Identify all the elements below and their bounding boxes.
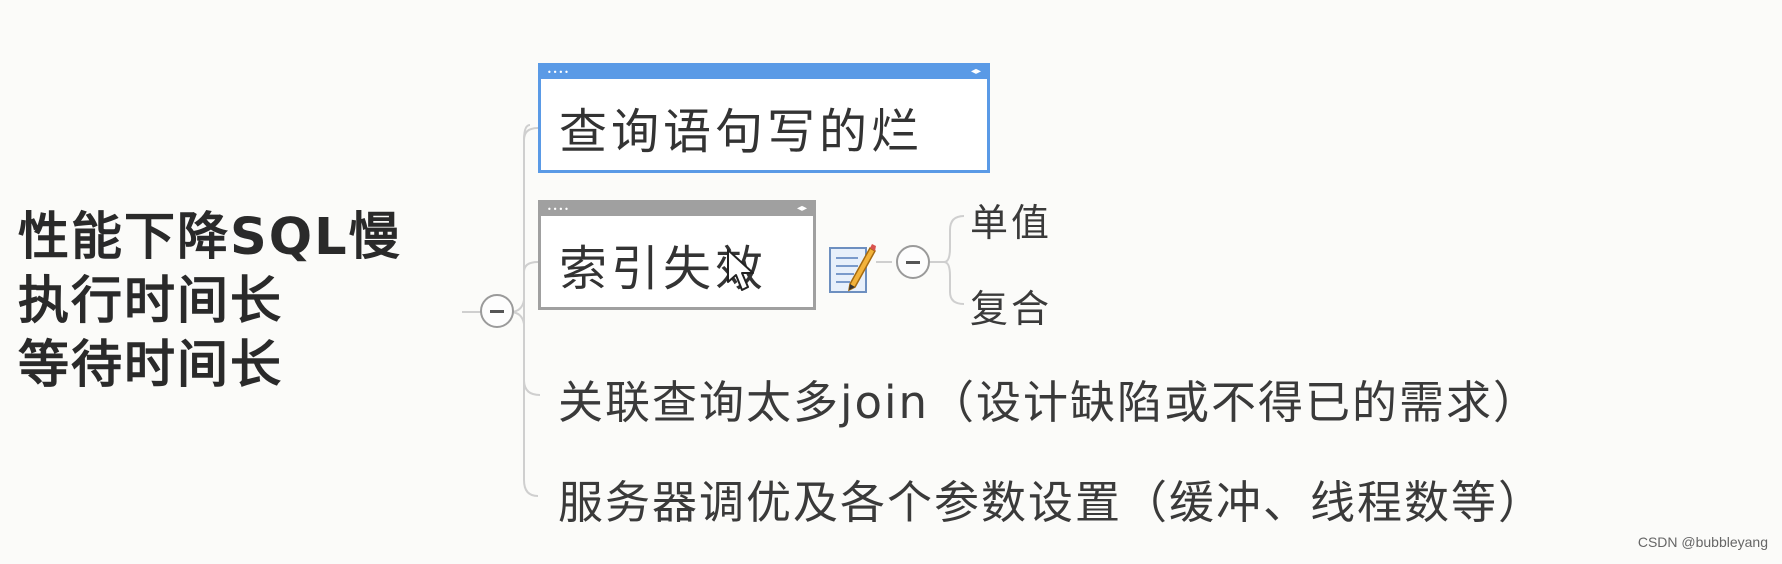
root-line-2: 执行时间长 bbox=[18, 272, 284, 331]
branch-server-tuning[interactable]: 服务器调优及各个参数设置（缓冲、线程数等） bbox=[558, 476, 1546, 529]
branch-too-many-joins[interactable]: 关联查询太多join（设计缺陷或不得已的需求） bbox=[558, 376, 1541, 429]
root-line-1: 性能下降SQL慢 bbox=[18, 208, 402, 267]
drag-handle-icon[interactable]: •••• bbox=[547, 205, 570, 214]
root-topic[interactable]: 性能下降SQL慢 执行时间长 等待时间长 bbox=[18, 206, 402, 398]
notes-pencil-icon[interactable] bbox=[828, 240, 876, 296]
resize-arrows-icon[interactable]: ◂▸ bbox=[970, 66, 981, 77]
leaf-single-value[interactable]: 单值 bbox=[970, 201, 1053, 245]
branch-label: 查询语句写的烂 bbox=[559, 104, 924, 160]
mouse-pointer-icon bbox=[727, 249, 754, 291]
resize-arrows-icon[interactable]: ◂▸ bbox=[796, 203, 807, 214]
node-title-bar: •••• ◂▸ bbox=[541, 66, 987, 79]
collapse-root-toggle[interactable] bbox=[480, 294, 514, 328]
branch-query-bad[interactable]: •••• ◂▸ 查询语句写的烂 bbox=[538, 63, 990, 173]
drag-handle-icon[interactable]: •••• bbox=[547, 68, 570, 77]
leaf-composite[interactable]: 复合 bbox=[970, 287, 1053, 331]
root-line-3: 等待时间长 bbox=[18, 336, 284, 395]
node-title-bar: •••• ◂▸ bbox=[541, 203, 813, 216]
branch-index-invalid[interactable]: •••• ◂▸ 索引失效 bbox=[538, 200, 816, 310]
collapse-index-toggle[interactable] bbox=[896, 245, 930, 279]
watermark: CSDN @bubbleyang bbox=[1637, 534, 1768, 550]
